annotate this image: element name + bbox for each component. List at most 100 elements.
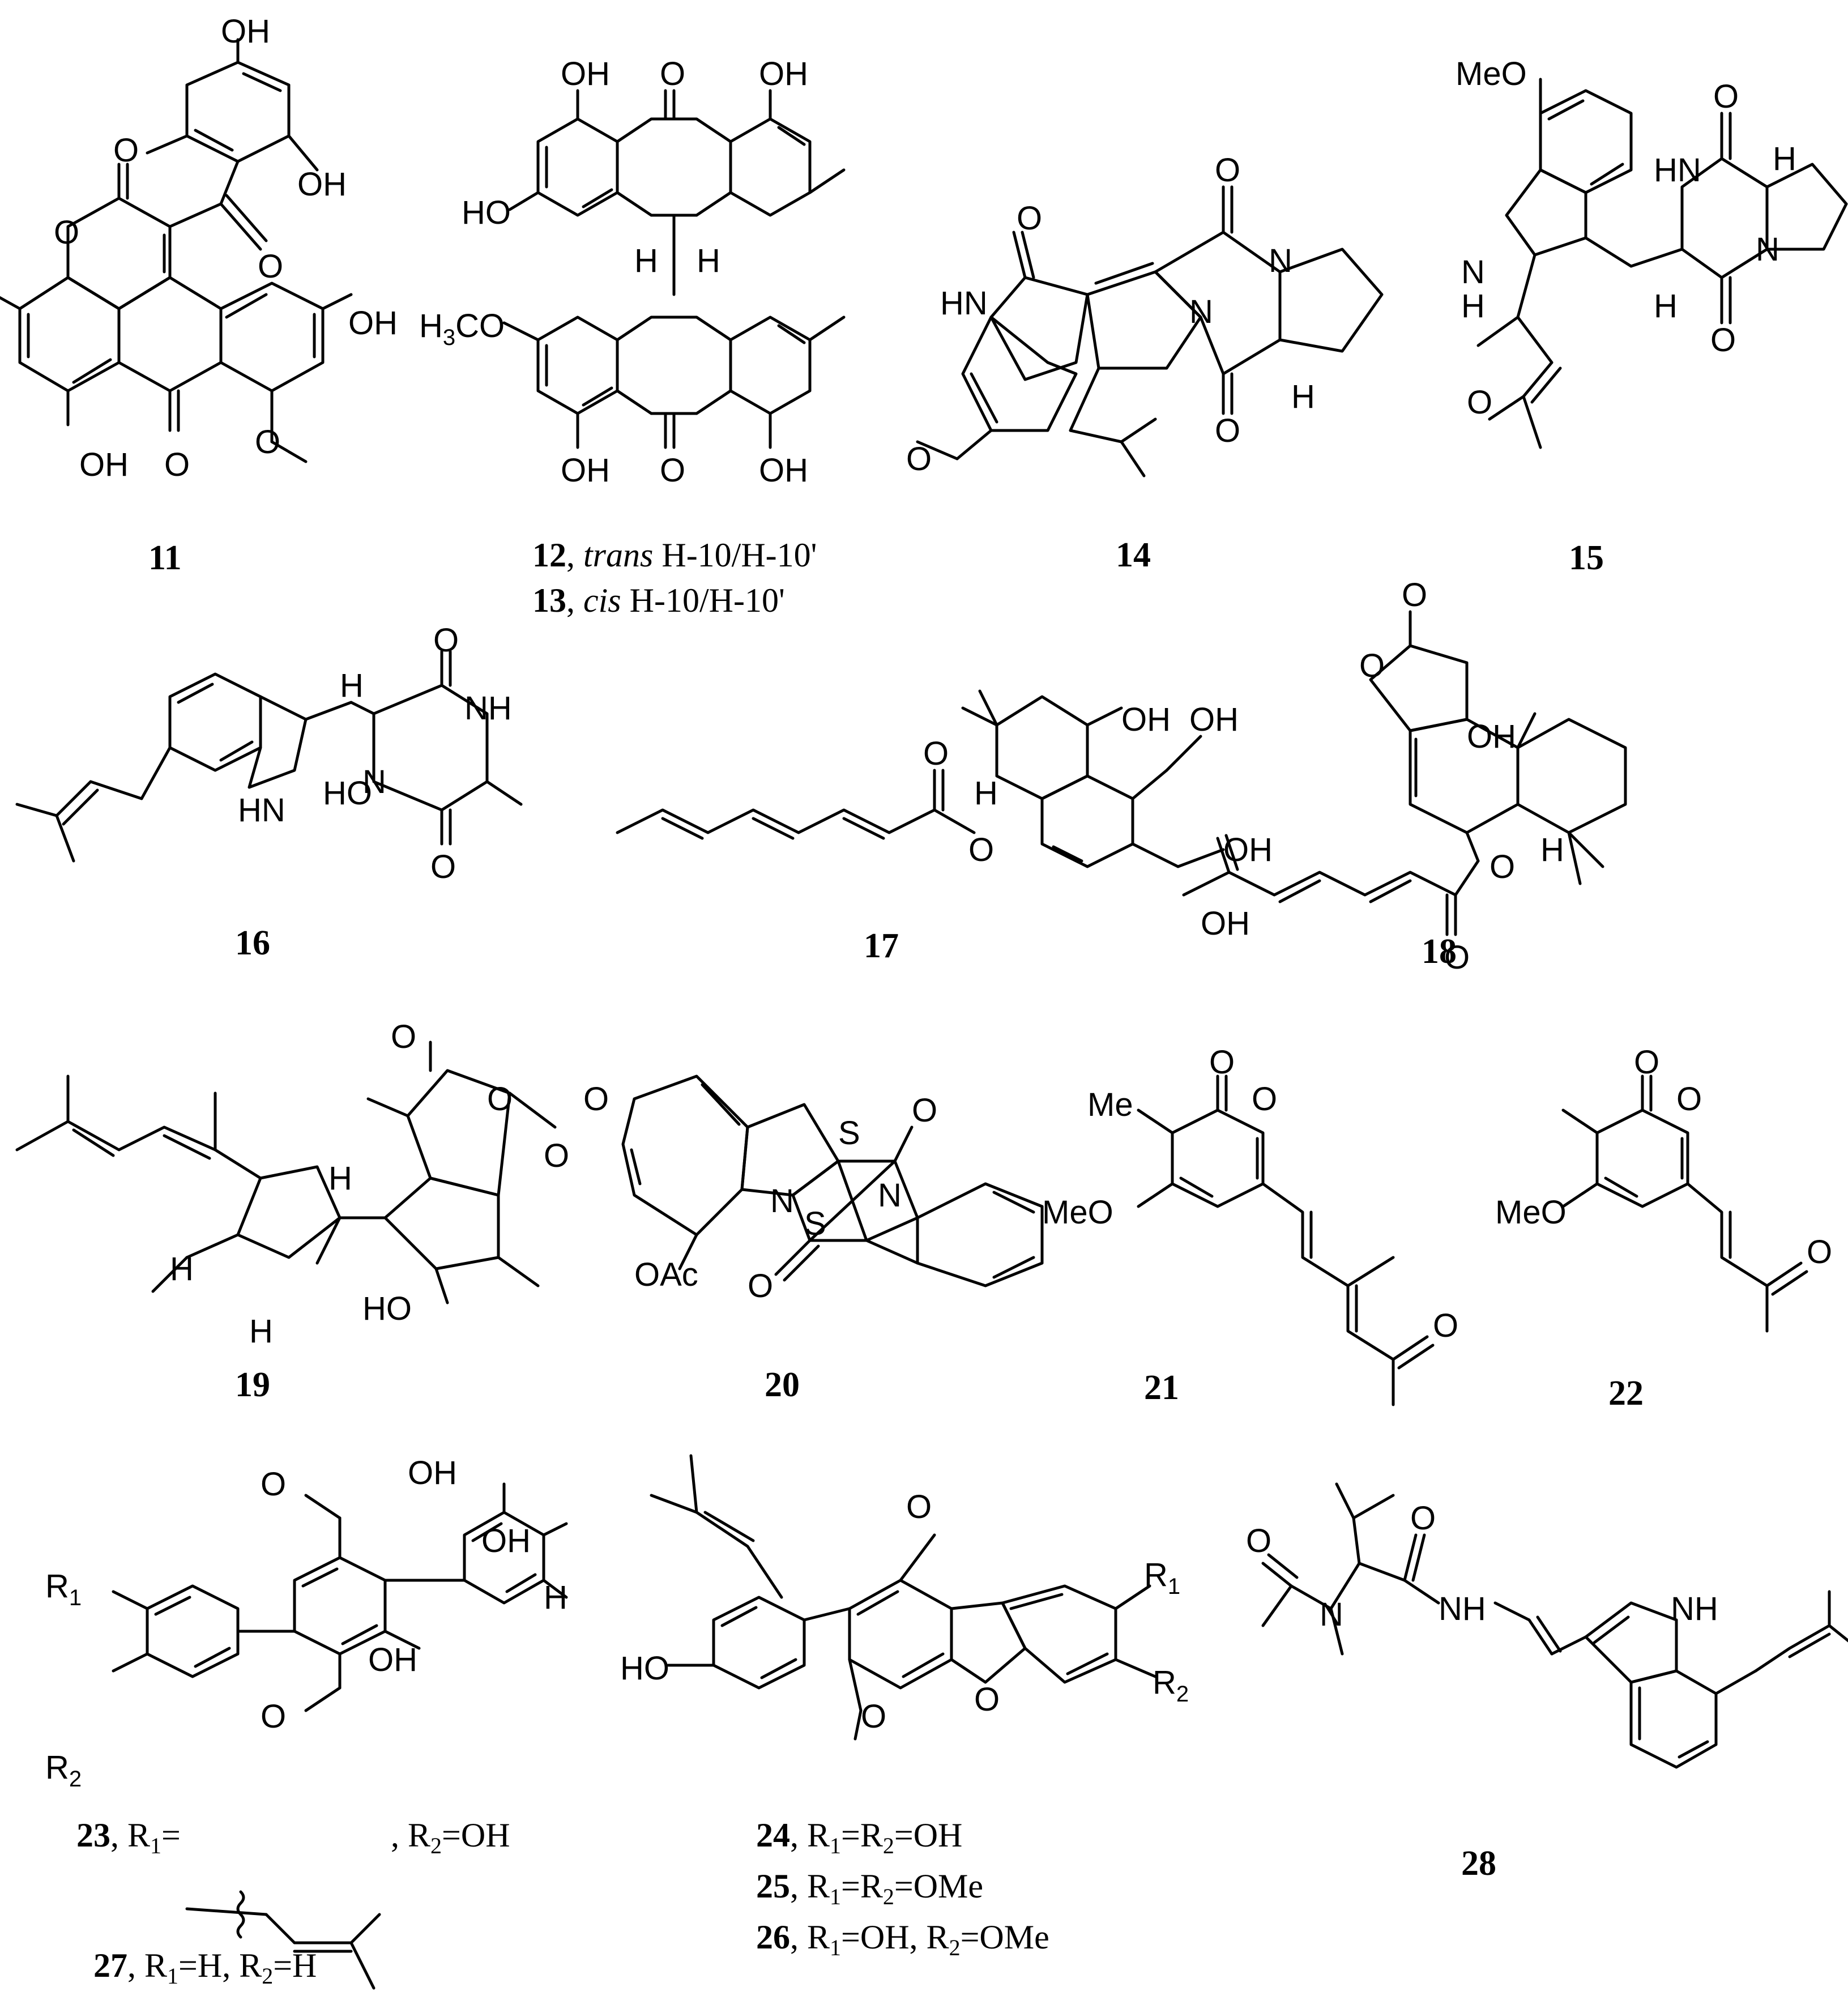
- label-nh: NH: [1671, 1590, 1718, 1627]
- label-hn: HN: [238, 792, 285, 829]
- label-ho: HO: [620, 1650, 669, 1687]
- structure-20: O OAc S N S N O O 20: [583, 1074, 1044, 1404]
- compound-number: 21: [1144, 1368, 1179, 1407]
- label-o: O: [1807, 1234, 1832, 1270]
- label-o: O: [1215, 412, 1240, 449]
- label-o: O: [748, 1268, 773, 1304]
- label-h: H: [697, 242, 720, 279]
- label-nh: NH: [464, 690, 512, 727]
- label-oh: OH: [368, 1641, 417, 1678]
- label-o: O: [1252, 1081, 1277, 1118]
- label-o: O: [1017, 200, 1042, 237]
- label-o: O: [1467, 384, 1492, 421]
- structure-17: O O H OH OH OH 17: [616, 689, 1273, 965]
- label-ho: HO: [323, 775, 372, 812]
- caption-12: 12, trans H-10/H-10': [532, 536, 817, 574]
- label-o: O: [974, 1681, 1000, 1718]
- label-nh: NH: [1439, 1590, 1486, 1627]
- compound-number: 15: [1569, 539, 1604, 577]
- label-o: O: [54, 214, 79, 251]
- label-r2: R2: [45, 1749, 82, 1792]
- label-h: H: [974, 775, 998, 812]
- label-hn: HN: [940, 285, 988, 322]
- caption-13: 13, cis H-10/H-10': [532, 582, 785, 619]
- structure-23-27: OH OH H O OH O R1 R2 23, R1= , R2=OH 27,…: [45, 1455, 568, 1990]
- label-o: O: [261, 1466, 286, 1503]
- label-oh: OH: [561, 56, 610, 92]
- label-oh: OH: [1121, 701, 1171, 738]
- label-me: Me: [1087, 1086, 1133, 1123]
- compound-number: 19: [235, 1366, 270, 1404]
- label-r2: R2: [1153, 1664, 1189, 1707]
- label-h: H: [170, 1251, 194, 1287]
- label-h: H: [1461, 288, 1485, 325]
- label-o: O: [258, 248, 283, 285]
- label-s: S: [804, 1205, 826, 1242]
- compound-number: 22: [1608, 1374, 1644, 1413]
- caption-23-b: , R2=OH: [391, 1816, 510, 1858]
- label-o: O: [583, 1081, 609, 1118]
- structure-28: O O N NH NH 28: [1246, 1482, 1848, 1883]
- label-h: H: [328, 1160, 352, 1197]
- label-oh: OH: [348, 305, 398, 342]
- label-o: O: [255, 424, 280, 460]
- label-n: N: [770, 1183, 794, 1219]
- label-o: O: [1713, 78, 1739, 115]
- label-oh: OH: [297, 166, 347, 203]
- label-o: O: [1410, 1500, 1436, 1537]
- label-r1: R1: [45, 1568, 82, 1610]
- label-o: O: [1490, 848, 1515, 885]
- label-o: O: [1634, 1044, 1659, 1081]
- label-h: H: [634, 242, 658, 279]
- label-o: O: [1246, 1523, 1271, 1559]
- compound-number: 18: [1422, 932, 1457, 971]
- label-s: S: [838, 1115, 860, 1152]
- label-h: H: [1291, 378, 1315, 415]
- label-h: H: [544, 1579, 567, 1616]
- label-oh: OH: [759, 452, 808, 489]
- label-n: N: [1320, 1596, 1343, 1633]
- label-o: O: [861, 1698, 886, 1735]
- compound-number: 14: [1116, 536, 1151, 574]
- compound-number: 16: [235, 924, 270, 962]
- label-o: O: [1402, 577, 1427, 613]
- label-oh: OH: [759, 56, 808, 92]
- label-o: O: [261, 1698, 286, 1735]
- label-h: H: [340, 667, 364, 704]
- structure-11: OH OH O O O OH OH O O 11: [0, 13, 398, 577]
- label-oac: OAc: [634, 1256, 698, 1293]
- label-o: O: [968, 831, 994, 868]
- label-h: H: [1654, 288, 1678, 325]
- label-n: N: [1189, 293, 1213, 330]
- label-o: O: [660, 56, 685, 92]
- label-o: O: [660, 452, 685, 489]
- label-ho: HO: [362, 1290, 412, 1327]
- label-n: N: [1756, 231, 1779, 268]
- caption-26: 26, R1=OH, R2=OMe: [756, 1918, 1049, 1960]
- label-o: O: [912, 1092, 937, 1129]
- label-n: N: [1461, 254, 1485, 291]
- label-n: N: [362, 764, 386, 800]
- label-h: H: [1540, 831, 1564, 868]
- caption-27: 27, R1=H, R2=H: [93, 1947, 317, 1989]
- label-meo: MeO: [1456, 56, 1527, 92]
- label-meo: MeO: [1042, 1194, 1113, 1231]
- label-h: H: [249, 1313, 273, 1350]
- structure-16: HN H O NH HO N O 16: [15, 622, 523, 962]
- label-o: O: [906, 441, 932, 477]
- structure-14: O HN O O N N O H 14: [906, 152, 1384, 574]
- label-oh: OH: [561, 452, 610, 489]
- label-o: O: [113, 132, 139, 169]
- structure-18: O O OH O H O OH 18: [1182, 577, 1627, 976]
- label-o: O: [433, 622, 459, 659]
- structure-19: O O O H H H HO 19: [15, 1018, 569, 1404]
- label-o: O: [544, 1137, 569, 1174]
- structure-22: O O MeO O 22: [1495, 1044, 1832, 1413]
- caption-23-a: 23, R1=: [76, 1816, 181, 1858]
- label-oh: OH: [79, 446, 129, 483]
- label-o: O: [1676, 1081, 1702, 1118]
- structure-15: MeO N H O O HN N O H H 15: [1456, 56, 1848, 577]
- label-oh: OH: [481, 1523, 531, 1559]
- caption-24: 24, R1=R2=OH: [756, 1816, 962, 1858]
